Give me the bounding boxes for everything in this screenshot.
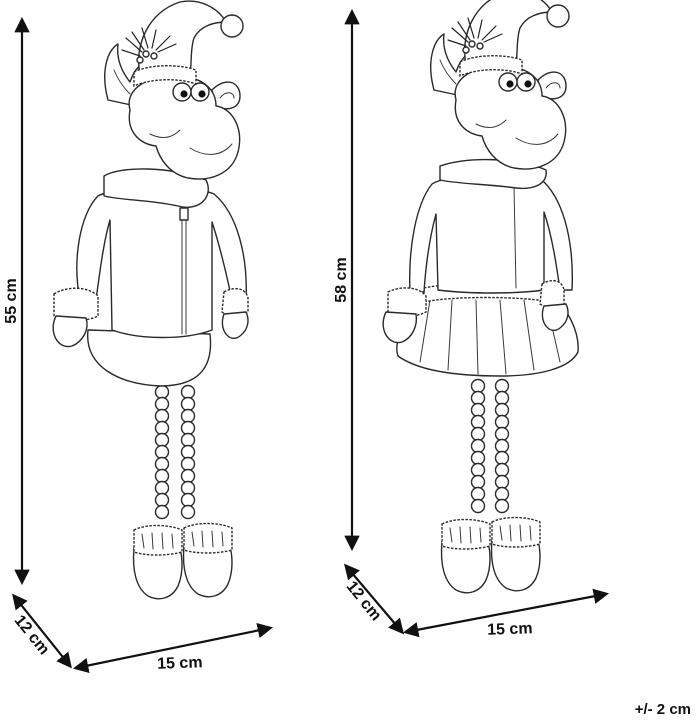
depth-dimension-line-1 <box>12 593 72 669</box>
depth-dimension-line-2 <box>344 563 404 635</box>
width-label-2: 15 cm <box>487 620 533 639</box>
reindeer-girl-figure <box>382 0 579 594</box>
reindeer-boy-figure <box>52 0 249 600</box>
width-dimension-line-2 <box>402 588 610 638</box>
tolerance-label: +/- 2 cm <box>634 701 691 718</box>
width-label-1: 15 cm <box>157 654 203 673</box>
height-label-2: 58 cm <box>333 257 350 302</box>
width-dimension-line-1 <box>72 622 274 674</box>
height-label-1: 55 cm <box>3 278 20 323</box>
